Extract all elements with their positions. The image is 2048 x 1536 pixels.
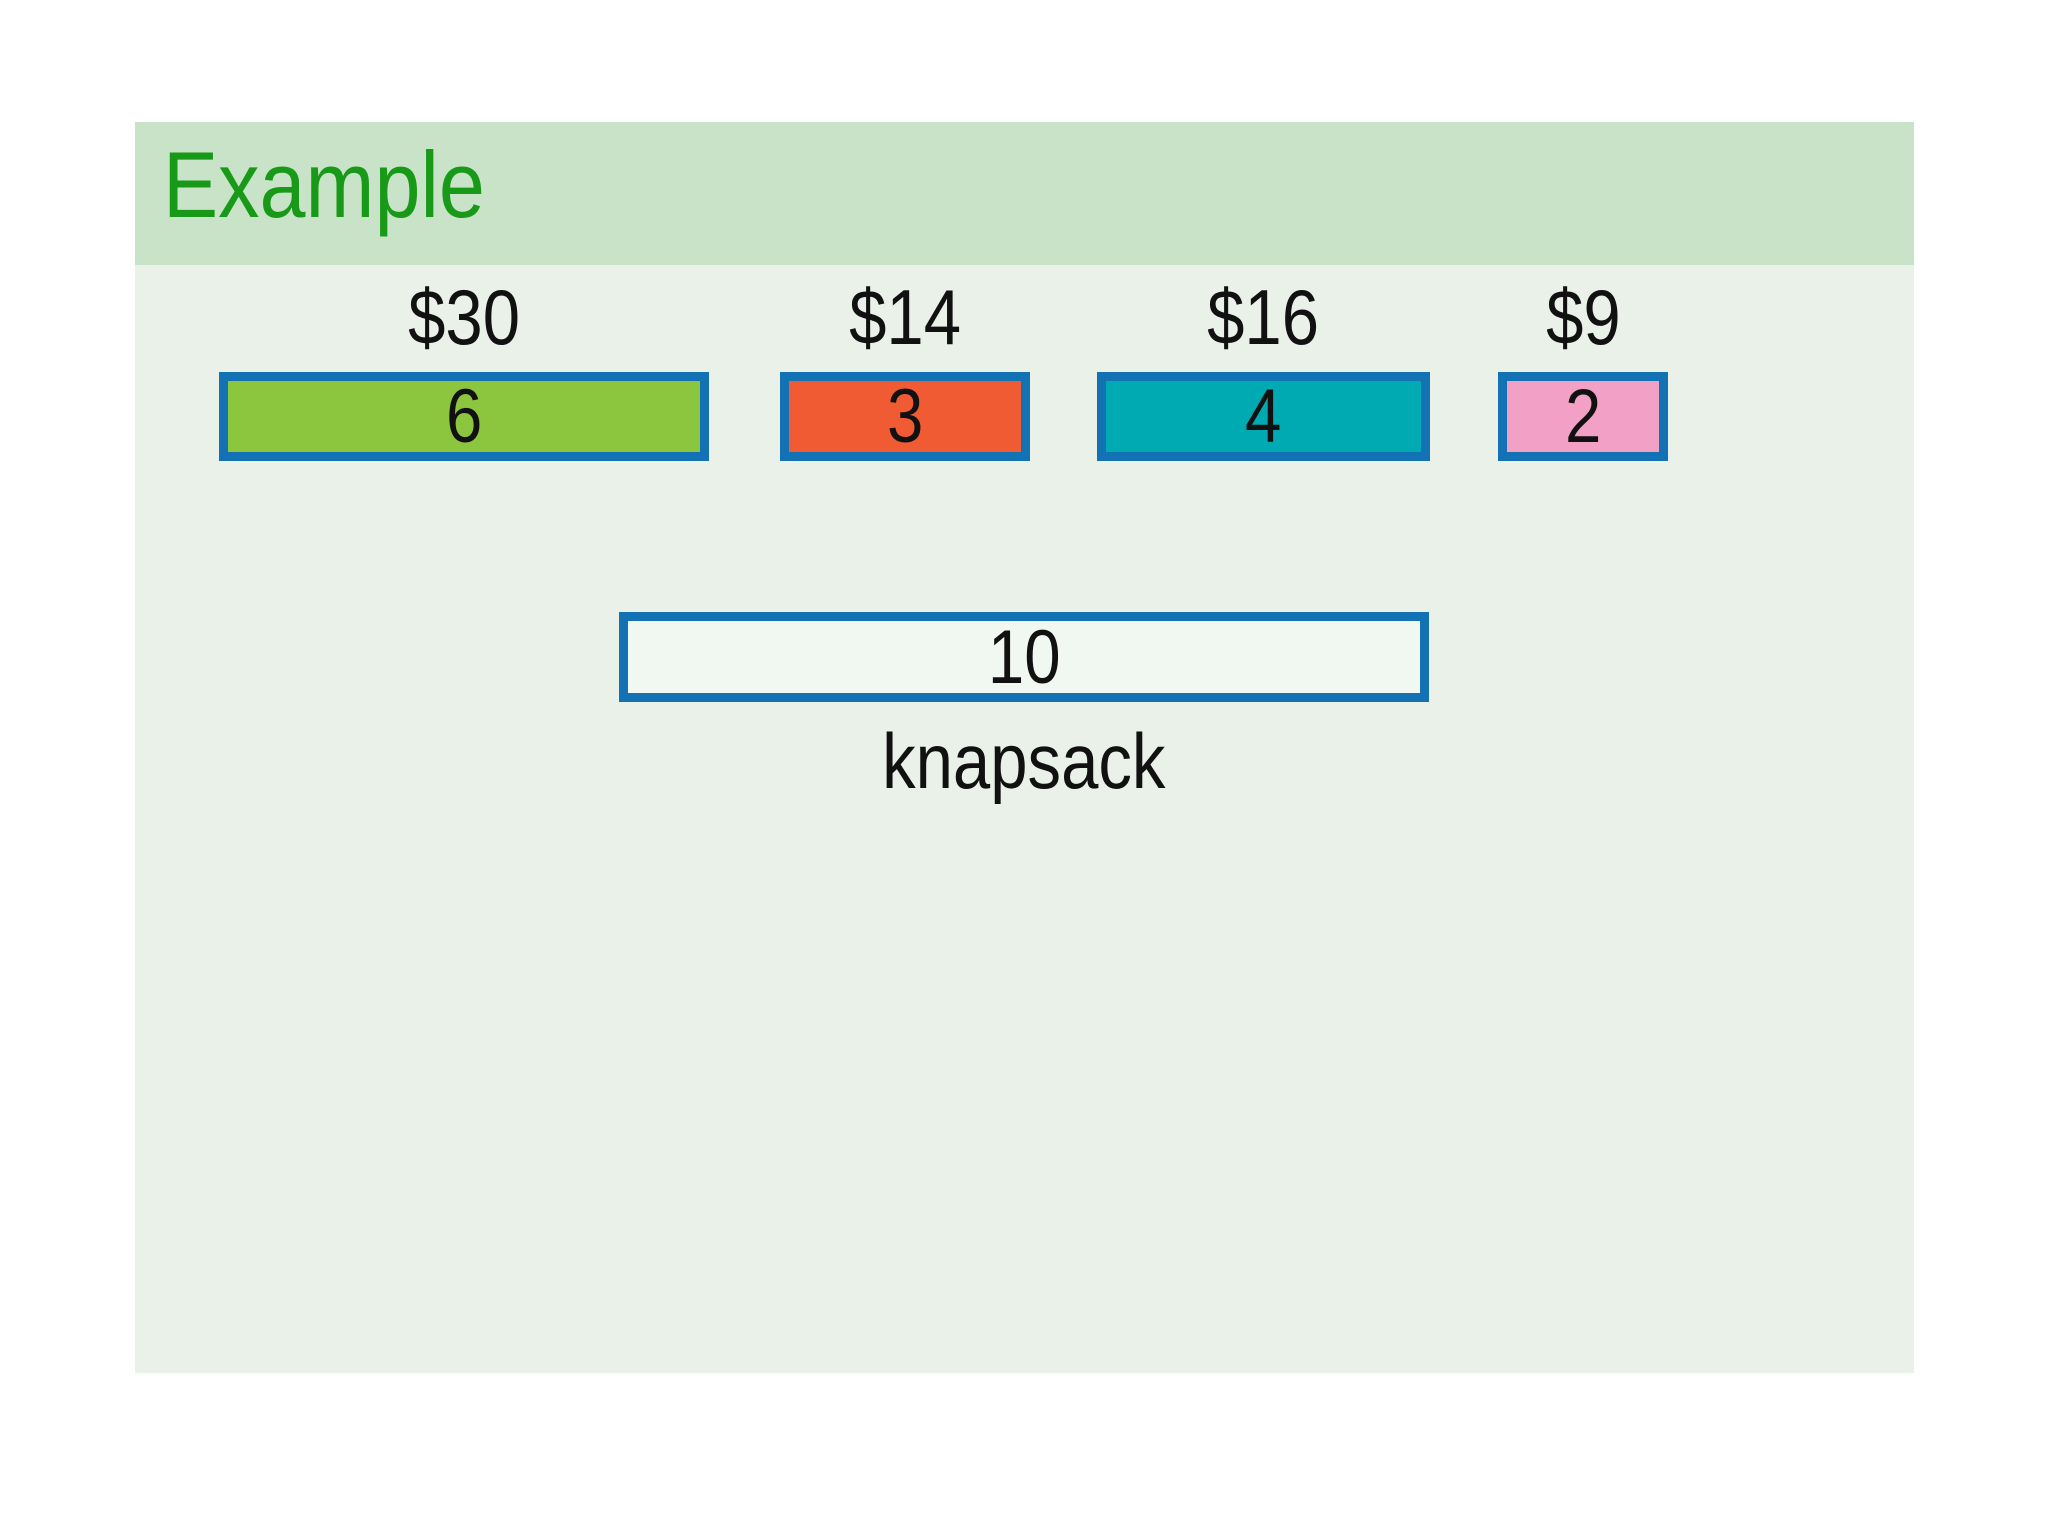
- item-price-text: $14: [849, 273, 961, 361]
- item-price-text: $30: [408, 273, 520, 361]
- knapsack-label: knapsack: [619, 722, 1429, 800]
- knapsack-box: 10: [619, 612, 1429, 702]
- item-weight-label: 3: [886, 374, 924, 459]
- item: $9 2: [1498, 270, 1668, 461]
- item-price-label: $16: [1097, 278, 1430, 356]
- item-price-label: $9: [1498, 278, 1668, 356]
- knapsack-capacity-label: 10: [987, 614, 1061, 700]
- slide-title-text: Example: [163, 132, 485, 237]
- item: $16 4: [1097, 270, 1430, 461]
- item-weight-label: 2: [1564, 374, 1602, 459]
- item-weight-block: 3: [780, 372, 1030, 461]
- item-weight-label: 4: [1245, 374, 1282, 459]
- item-weight-label: 6: [445, 374, 483, 459]
- item: $30 6: [219, 270, 709, 461]
- item-price-text: $9: [1545, 273, 1621, 361]
- slide-title: Example: [163, 122, 529, 247]
- slide: Example $30 6 $14 3 $16 4: [135, 122, 1914, 1373]
- slide-title-bar: Example: [135, 122, 1914, 265]
- item: $14 3: [780, 270, 1030, 461]
- item-weight-block: 6: [219, 372, 709, 461]
- item-weight-block: 4: [1097, 372, 1430, 461]
- knapsack-label-text: knapsack: [882, 717, 1166, 805]
- item-price-label: $14: [780, 278, 1030, 356]
- item-price-text: $16: [1207, 273, 1320, 361]
- item-price-label: $30: [219, 278, 709, 356]
- item-weight-block: 2: [1498, 372, 1668, 461]
